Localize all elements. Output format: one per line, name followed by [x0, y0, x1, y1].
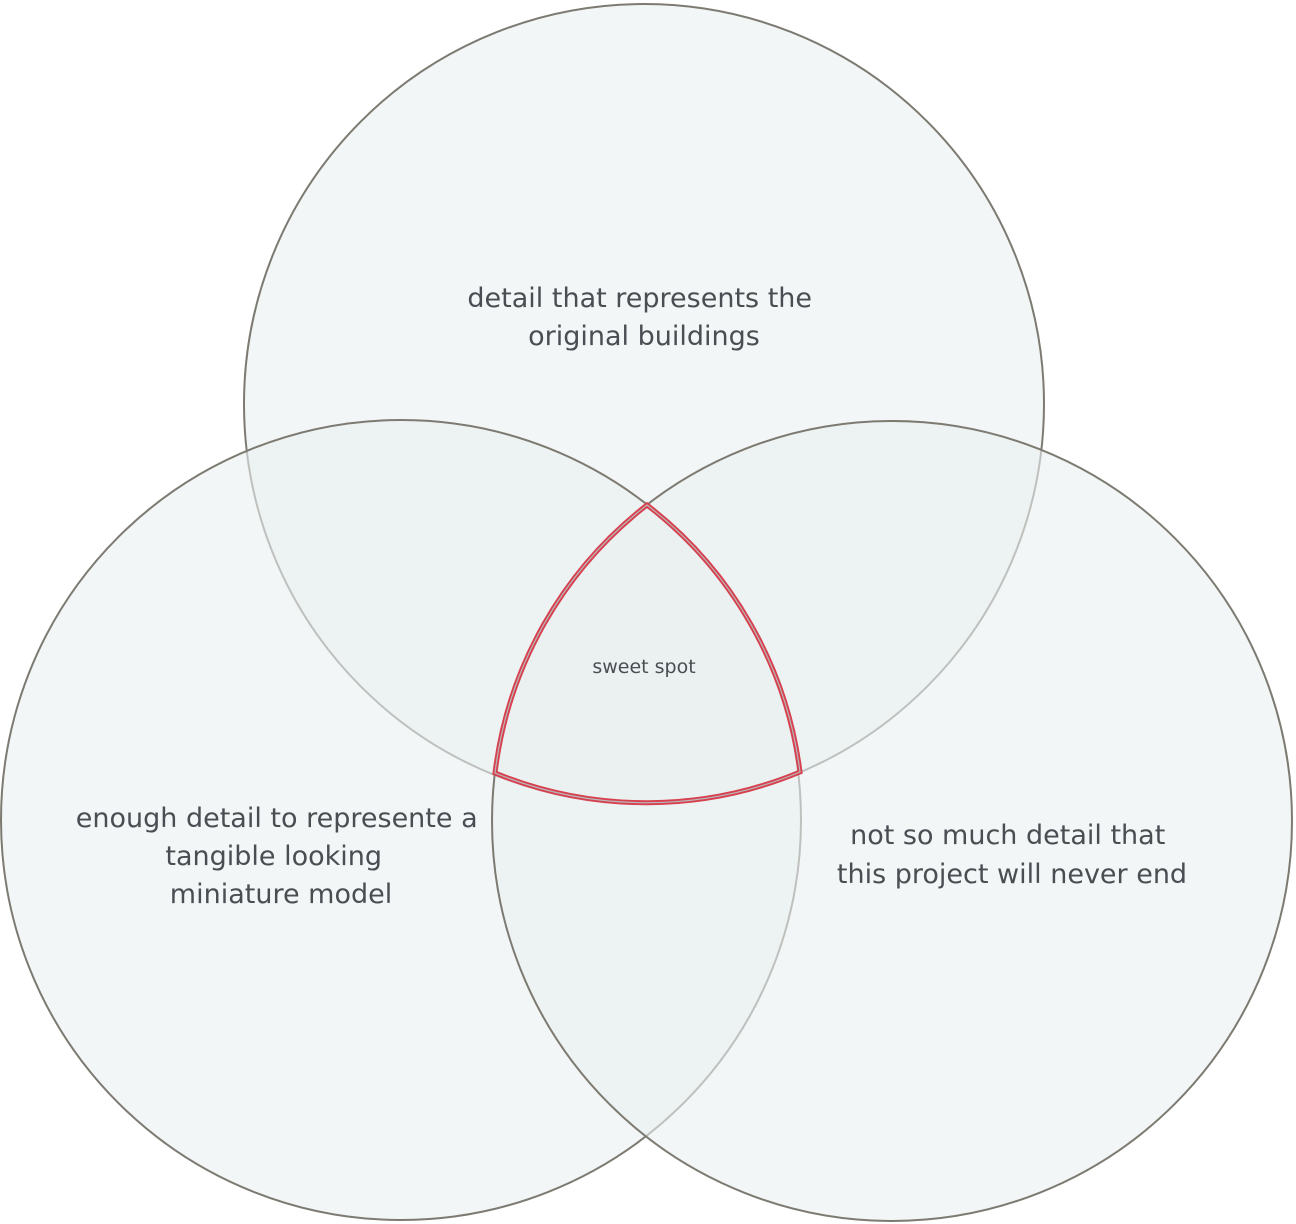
set-label-right: not so much detail that this project wil…	[837, 820, 1187, 890]
set-label-top-line-1: detail that represents the	[467, 283, 812, 314]
set-label-left-line-1: enough detail to represente a	[76, 803, 478, 834]
set-label-top: detail that represents the original buil…	[467, 283, 820, 352]
set-label-left-line-3: miniature model	[170, 879, 392, 910]
sweet-spot-label: sweet spot	[592, 656, 695, 678]
set-label-right-line-1: not so much detail that	[850, 820, 1165, 851]
set-label-left-line-2: tangible looking	[165, 841, 382, 872]
set-label-right-line-2: this project will never end	[837, 859, 1187, 890]
set-label-left: enough detail to represente a tangible l…	[76, 803, 486, 910]
circle-right	[491, 420, 1293, 1222]
sweet-spot-inner-line	[494, 504, 801, 804]
set-label-top-line-2: original buildings	[528, 321, 760, 352]
